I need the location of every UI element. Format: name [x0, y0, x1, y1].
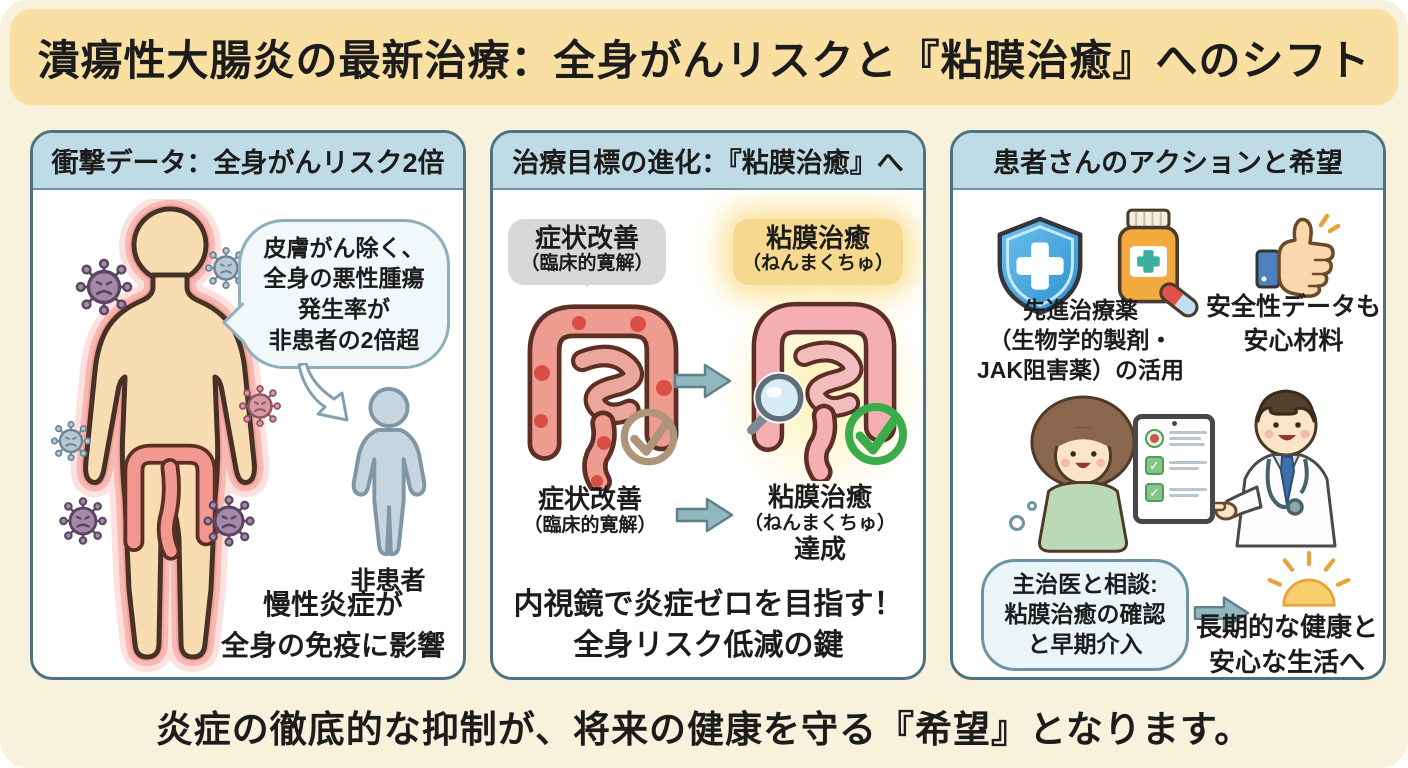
capsule-icon [1159, 282, 1199, 318]
non-patient-icon [345, 385, 433, 561]
after-tag: 粘膜治癒 （ねんまくちゅ） [733, 219, 903, 287]
risk-speech-bubble: 皮膚がん除く、 全身の悪性腫瘍 発生率が 非患者の2倍超 [238, 219, 450, 369]
panel-goal: 治療目標の進化：『粘膜治癒』へ 症状改善 （臨床的寛解） 粘膜治癒 （ねんまくち… [490, 130, 926, 680]
shield-cross-icon [997, 216, 1083, 316]
panel-risk-header: 衝撃データ：全身がんリスク2倍 [33, 133, 463, 190]
tablet-row [1145, 429, 1207, 448]
goal-caption: 内視鏡で炎症ゼロを目指す！ 全身リスク低減の鍵 [513, 588, 904, 662]
virus-icon [49, 419, 93, 463]
inflamed-body-icon [49, 199, 291, 679]
step-before: 症状改善 （臨床的寛解） [505, 484, 675, 537]
check-icon: ✓ [1145, 456, 1164, 475]
virus-icon [57, 495, 109, 547]
medicine-bottle-icon [1117, 208, 1199, 318]
safety-text: 安全性データも 安心材料 [1205, 293, 1381, 355]
patient-icon [1030, 395, 1136, 553]
outcome-text: 長期的な健康と 安心な生活へ [1195, 612, 1378, 678]
step-after-done: 達成 [793, 533, 846, 564]
panel-goal-title: 治療目標の進化：『粘膜治癒』へ [512, 148, 904, 178]
sun-icon [1267, 550, 1351, 607]
step-before-sub: （臨床的寛解） [523, 514, 657, 536]
non-patient-label: 非患者 [350, 567, 426, 595]
before-tag-label: 症状改善 [534, 223, 639, 253]
doctor-icon [1211, 389, 1337, 548]
risk-caption: 慢性炎症が 全身の免疫に影響 [220, 589, 445, 661]
consult-text: 主治医と相談: 粘膜治癒の確認 と早期介入 [1004, 571, 1166, 657]
thought-dot [1009, 515, 1025, 531]
panel-action-header: 患者さんのアクションと希望 [953, 133, 1383, 190]
body-colon-icon [123, 443, 217, 561]
check-icon: ✓ [1145, 483, 1164, 502]
consult-bubble: 主治医と相談: 粘膜治癒の確認 と早期介入 [981, 559, 1189, 671]
panel-action: 患者さんのアクションと希望 [950, 130, 1386, 680]
tablet-camera [1172, 421, 1177, 426]
checkmark-circle-icon [617, 405, 681, 469]
tablet-row: ✓ [1145, 483, 1207, 502]
thought-dot [1027, 501, 1037, 511]
step-after-label: 粘膜治癒 [767, 482, 872, 512]
thumbs-up-icon [1255, 213, 1341, 298]
after-tag-label: 粘膜治癒 [765, 223, 870, 253]
magnifier-icon [747, 371, 806, 435]
panel-risk-title: 衝撃データ：全身がんリスク2倍 [51, 148, 445, 178]
title-banner: 潰瘍性大腸炎の最新治療：全身がんリスクと『粘膜治癒』へのシフト [10, 9, 1398, 105]
panel-action-title: 患者さんのアクションと希望 [993, 148, 1343, 178]
risk-speech-text: 皮膚がん除く、 全身の悪性腫瘍 発生率が 非患者の2倍超 [263, 234, 425, 353]
tablet-row: ✓ [1145, 456, 1207, 475]
tablet-checklist-icon: ✓ ✓ [1133, 414, 1215, 524]
arrow-right-icon [673, 361, 733, 401]
before-tag: 症状改善 （臨床的寛解） [508, 219, 666, 287]
down-arrow-icon [297, 363, 349, 422]
colon-inflamed-icon [505, 293, 701, 491]
virus-icon [201, 493, 257, 549]
panel-risk: 衝撃データ：全身がんリスク2倍 [30, 130, 466, 680]
checkmark-circle-icon [841, 399, 911, 469]
footer-message: 炎症の徹底的な抑制が、将来の健康を守る『希望』となります。 [155, 709, 1253, 750]
before-tag-sub: （臨床的寛解） [520, 253, 654, 275]
virus-icon [73, 256, 135, 318]
panel-goal-header: 治療目標の進化：『粘膜治癒』へ [493, 133, 923, 190]
page-title: 潰瘍性大腸炎の最新治療：全身がんリスクと『粘膜治癒』へのシフト [37, 36, 1371, 84]
virus-icon [237, 383, 283, 429]
inflammation-spots [534, 316, 672, 487]
step-after: 粘膜治癒 （ねんまくちゅ） 達成 [731, 482, 909, 565]
arrow-right-icon [675, 495, 735, 535]
treatment-text: 先進治療薬 （生物学的製剤・ JAK阻害薬）の活用 [976, 297, 1184, 383]
colon-status-icon [1145, 429, 1164, 448]
after-tag-sub: （ねんまくちゅ） [741, 253, 894, 275]
step-before-label: 症状改善 [537, 484, 642, 514]
step-after-sub: （ねんまくちゅ） [743, 512, 896, 534]
